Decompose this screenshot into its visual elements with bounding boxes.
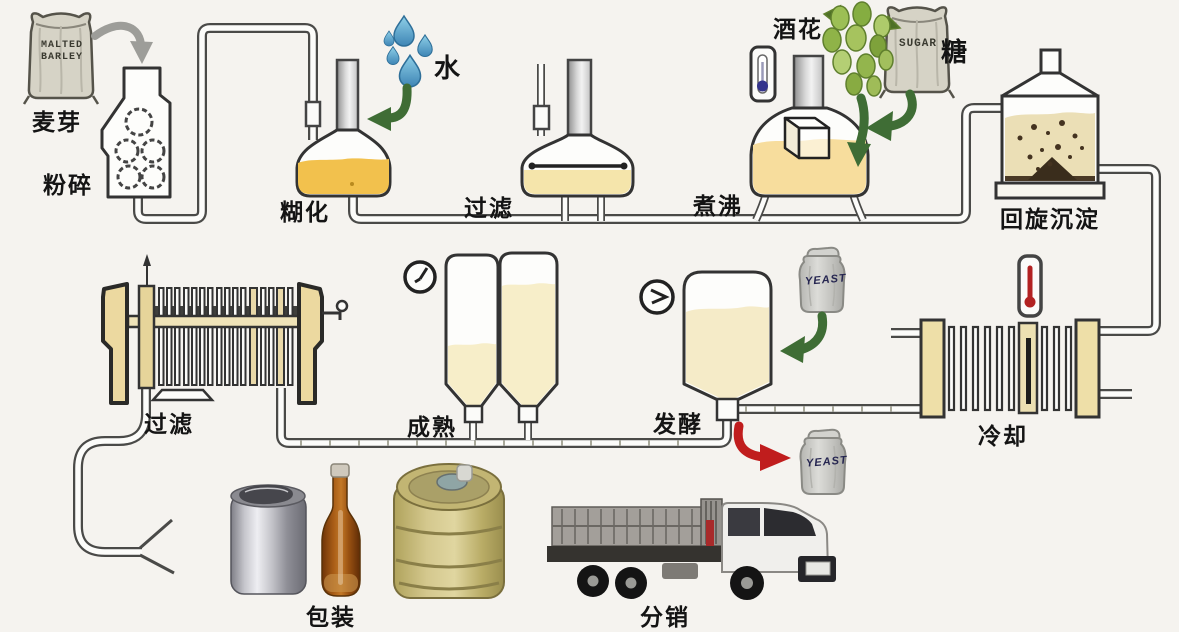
label-malt: 麦芽 [32,109,82,135]
press-handle [322,299,349,320]
truck-wheels [577,565,764,600]
filter-end-plate-left [101,282,129,405]
cooling-thermometer-icon [1017,254,1043,318]
label-boiling: 煮沸 [693,193,743,219]
label-hops: 酒花 [773,16,823,42]
malt-mill [100,66,172,199]
mash-tun [295,58,392,198]
drip-tray [150,388,215,402]
sugar-sack-text: SUGAR [898,38,937,50]
beer-can [230,484,307,595]
pipe-coupling [304,100,322,128]
label-milling: 粉碎 [43,172,93,198]
filter-press [101,254,349,405]
label-maturation: 成熟 [407,414,457,440]
label-mashing: 糊化 [280,199,330,225]
kettle-hatch-cube [783,116,831,160]
label-filtration: 过滤 [144,411,194,437]
outlet-fork [139,518,175,575]
label-water: 水 [434,53,463,83]
filter-end-plate-right [297,282,324,405]
whirlpool-vessel [994,48,1106,200]
malted-barley-sack-text: MALTED BARLEY [40,40,83,63]
fermenter-vessel [682,270,773,422]
process-pipes [78,28,1156,575]
pipe-coupling [532,104,551,131]
label-whirlpool: 回旋沉淀 [1000,206,1100,232]
boil-thermometer-icon [749,45,777,103]
trub-particles [1017,120,1084,171]
label-packaging: 包装 [306,604,356,630]
yeast-out-arrow-icon [733,421,791,471]
hops-icon [822,1,902,97]
beer-bottle [321,463,361,597]
label-cooling: 冷却 [978,423,1028,449]
grain-arrow-icon [91,21,153,64]
trub-pile [1028,157,1077,180]
water-drops-icon [383,15,433,88]
maturation-tanks [444,251,559,424]
label-fermentation: 发酵 [653,411,703,437]
beer-keg [393,463,505,599]
fermentation-clock-icon [639,279,675,315]
cooling-heat-exchanger [919,318,1101,419]
label-distribution: 分销 [640,604,690,630]
yeast-in-arrow-icon [780,311,828,363]
maturation-clock-icon [403,260,437,294]
hops-arrow-icon [847,93,871,167]
press-screw [137,254,156,390]
delivery-truck [547,498,836,600]
lauter-tun [520,58,635,198]
label-lautering: 过滤 [464,195,514,221]
label-sugar: 糖 [941,37,970,67]
water-arrow-icon [367,83,412,131]
sugar-arrow-icon [866,89,917,141]
